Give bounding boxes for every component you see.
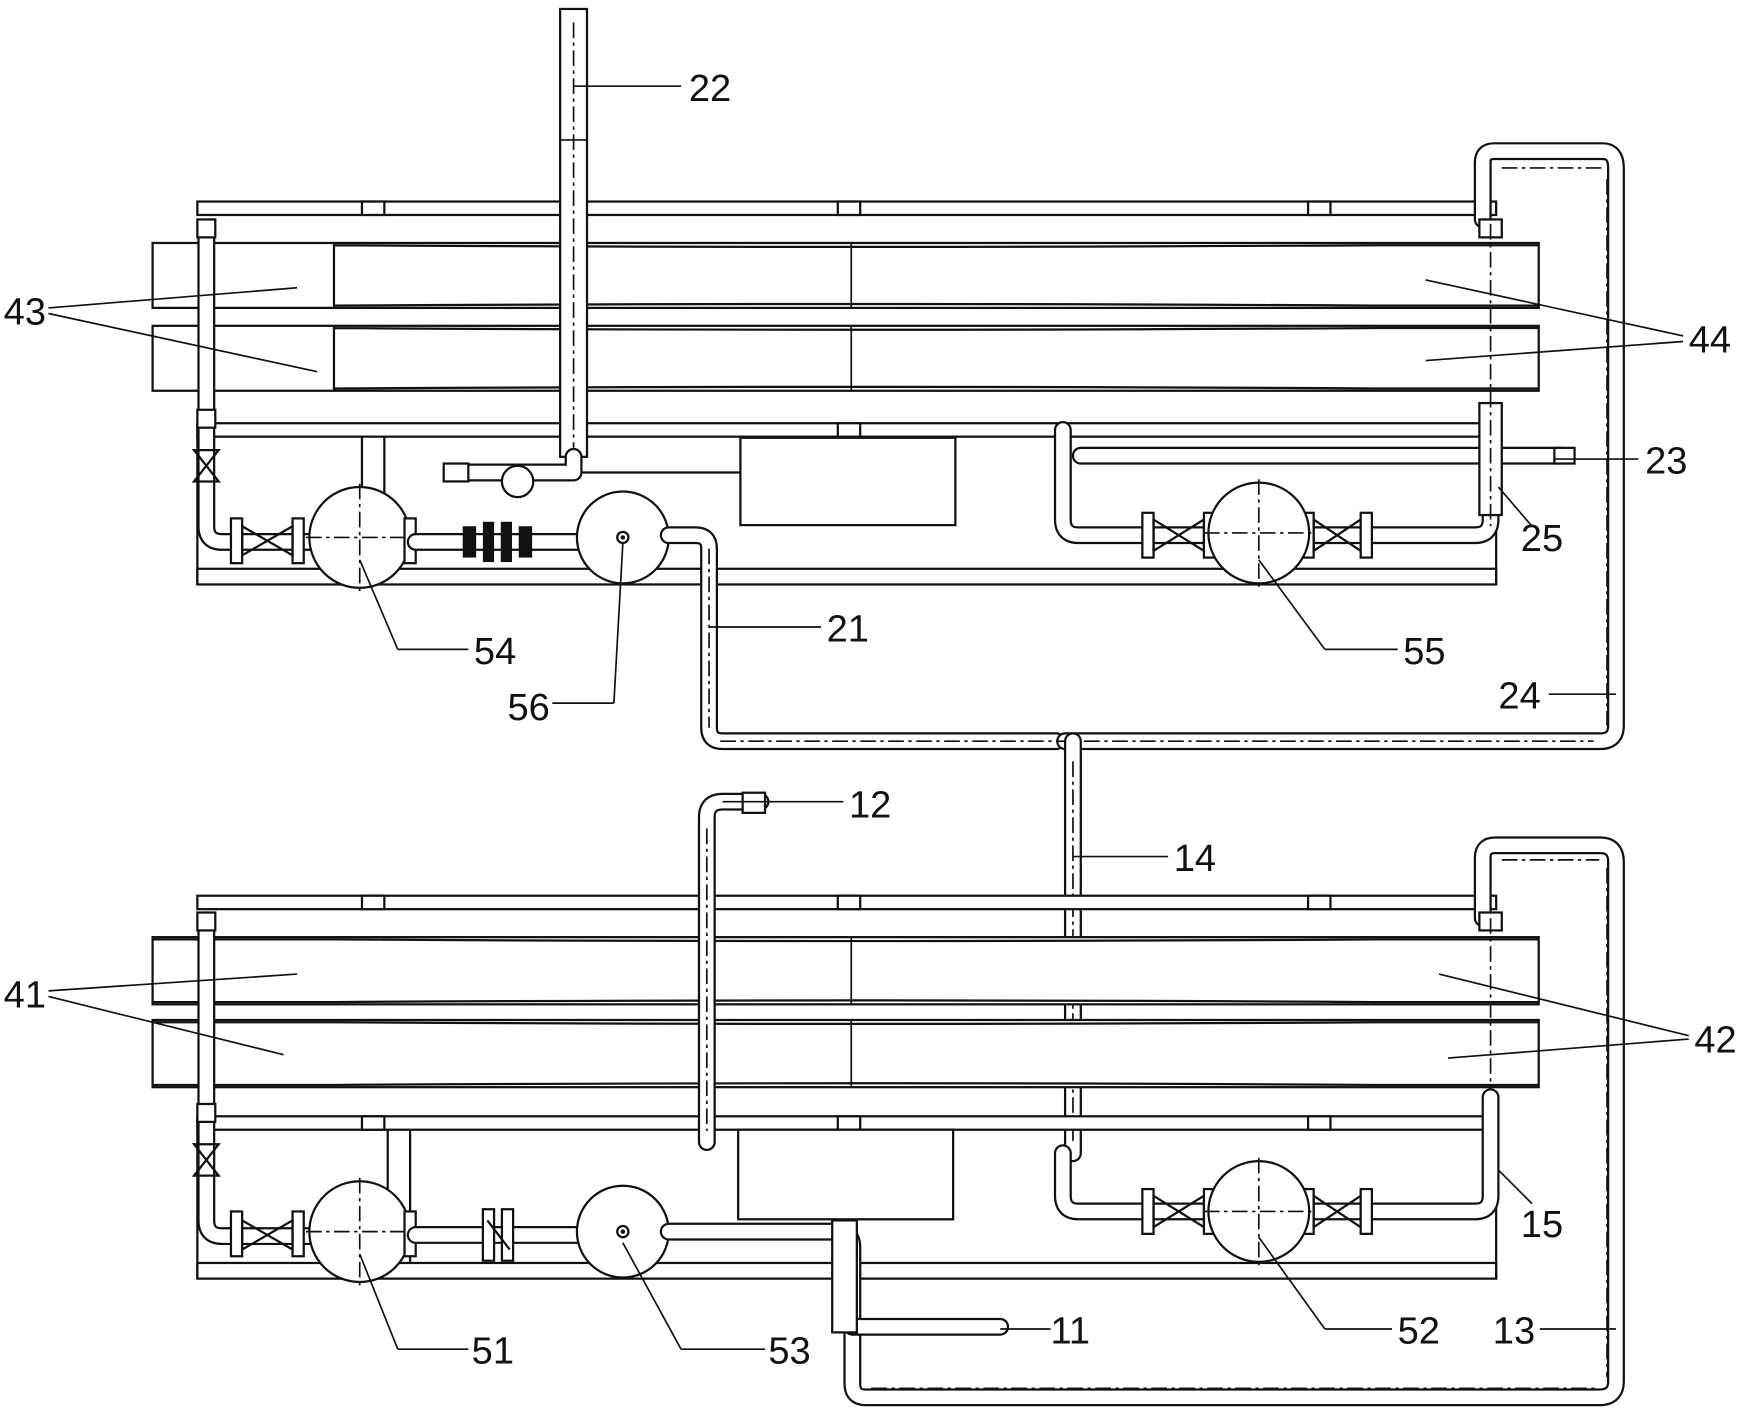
upper-left-fitting [196, 408, 217, 429]
label-24: 24 [1498, 676, 1540, 718]
lower-left-valve [191, 1143, 221, 1177]
callout-labels: 22 23 25 21 56 54 55 24 43 44 12 14 41 4… [4, 68, 1737, 1373]
label-11: 11 [1051, 1311, 1091, 1353]
upper-unit [151, 7, 1625, 751]
lower-check-valve [481, 1208, 515, 1262]
upper-frame-bracket [1306, 200, 1332, 217]
upper-left-valve [191, 448, 221, 483]
upper-left-fitting [196, 218, 217, 239]
pump-53 [575, 1184, 670, 1279]
label-15: 15 [1521, 1204, 1563, 1246]
pump-55 [1203, 479, 1314, 587]
label-51: 51 [472, 1331, 514, 1373]
upper-frame-bracket [836, 422, 862, 438]
label-56: 56 [508, 687, 550, 729]
upper-coupling [462, 521, 533, 563]
label-25: 25 [1521, 518, 1563, 560]
upper-membrane-housing-bottom [151, 324, 1540, 392]
lower-control-box [737, 1128, 955, 1221]
lower-left-gate-valve [229, 1210, 305, 1258]
leader-lines [48, 85, 1689, 1351]
label-42: 42 [1694, 1019, 1736, 1061]
label-14: 14 [1174, 838, 1216, 880]
upper-control-box [739, 436, 957, 527]
pipe-24 [1056, 142, 1625, 751]
label-21: 21 [827, 609, 869, 651]
label-43: 43 [4, 292, 46, 334]
label-12: 12 [849, 784, 891, 826]
lower-unit [151, 791, 1625, 1407]
label-52: 52 [1398, 1311, 1440, 1353]
label-41: 41 [4, 975, 46, 1017]
lower-membrane-housing-bottom [151, 1018, 1540, 1089]
upper-frame-bracket [836, 200, 862, 217]
upper-membrane-housing-top [151, 241, 1540, 310]
upper-frame-bracket [360, 200, 386, 217]
pipe-22 [442, 7, 741, 499]
pump-52 [1203, 1157, 1314, 1266]
label-54: 54 [474, 631, 516, 673]
label-44: 44 [1689, 320, 1731, 362]
label-22: 22 [689, 68, 731, 110]
label-55: 55 [1403, 631, 1445, 673]
pump-56 [575, 490, 670, 585]
label-23: 23 [1645, 441, 1687, 483]
upper-left-gate-valve [229, 517, 305, 565]
lower-membrane-housing-top [151, 936, 1540, 1006]
label-13: 13 [1493, 1311, 1535, 1353]
label-53: 53 [768, 1331, 810, 1373]
